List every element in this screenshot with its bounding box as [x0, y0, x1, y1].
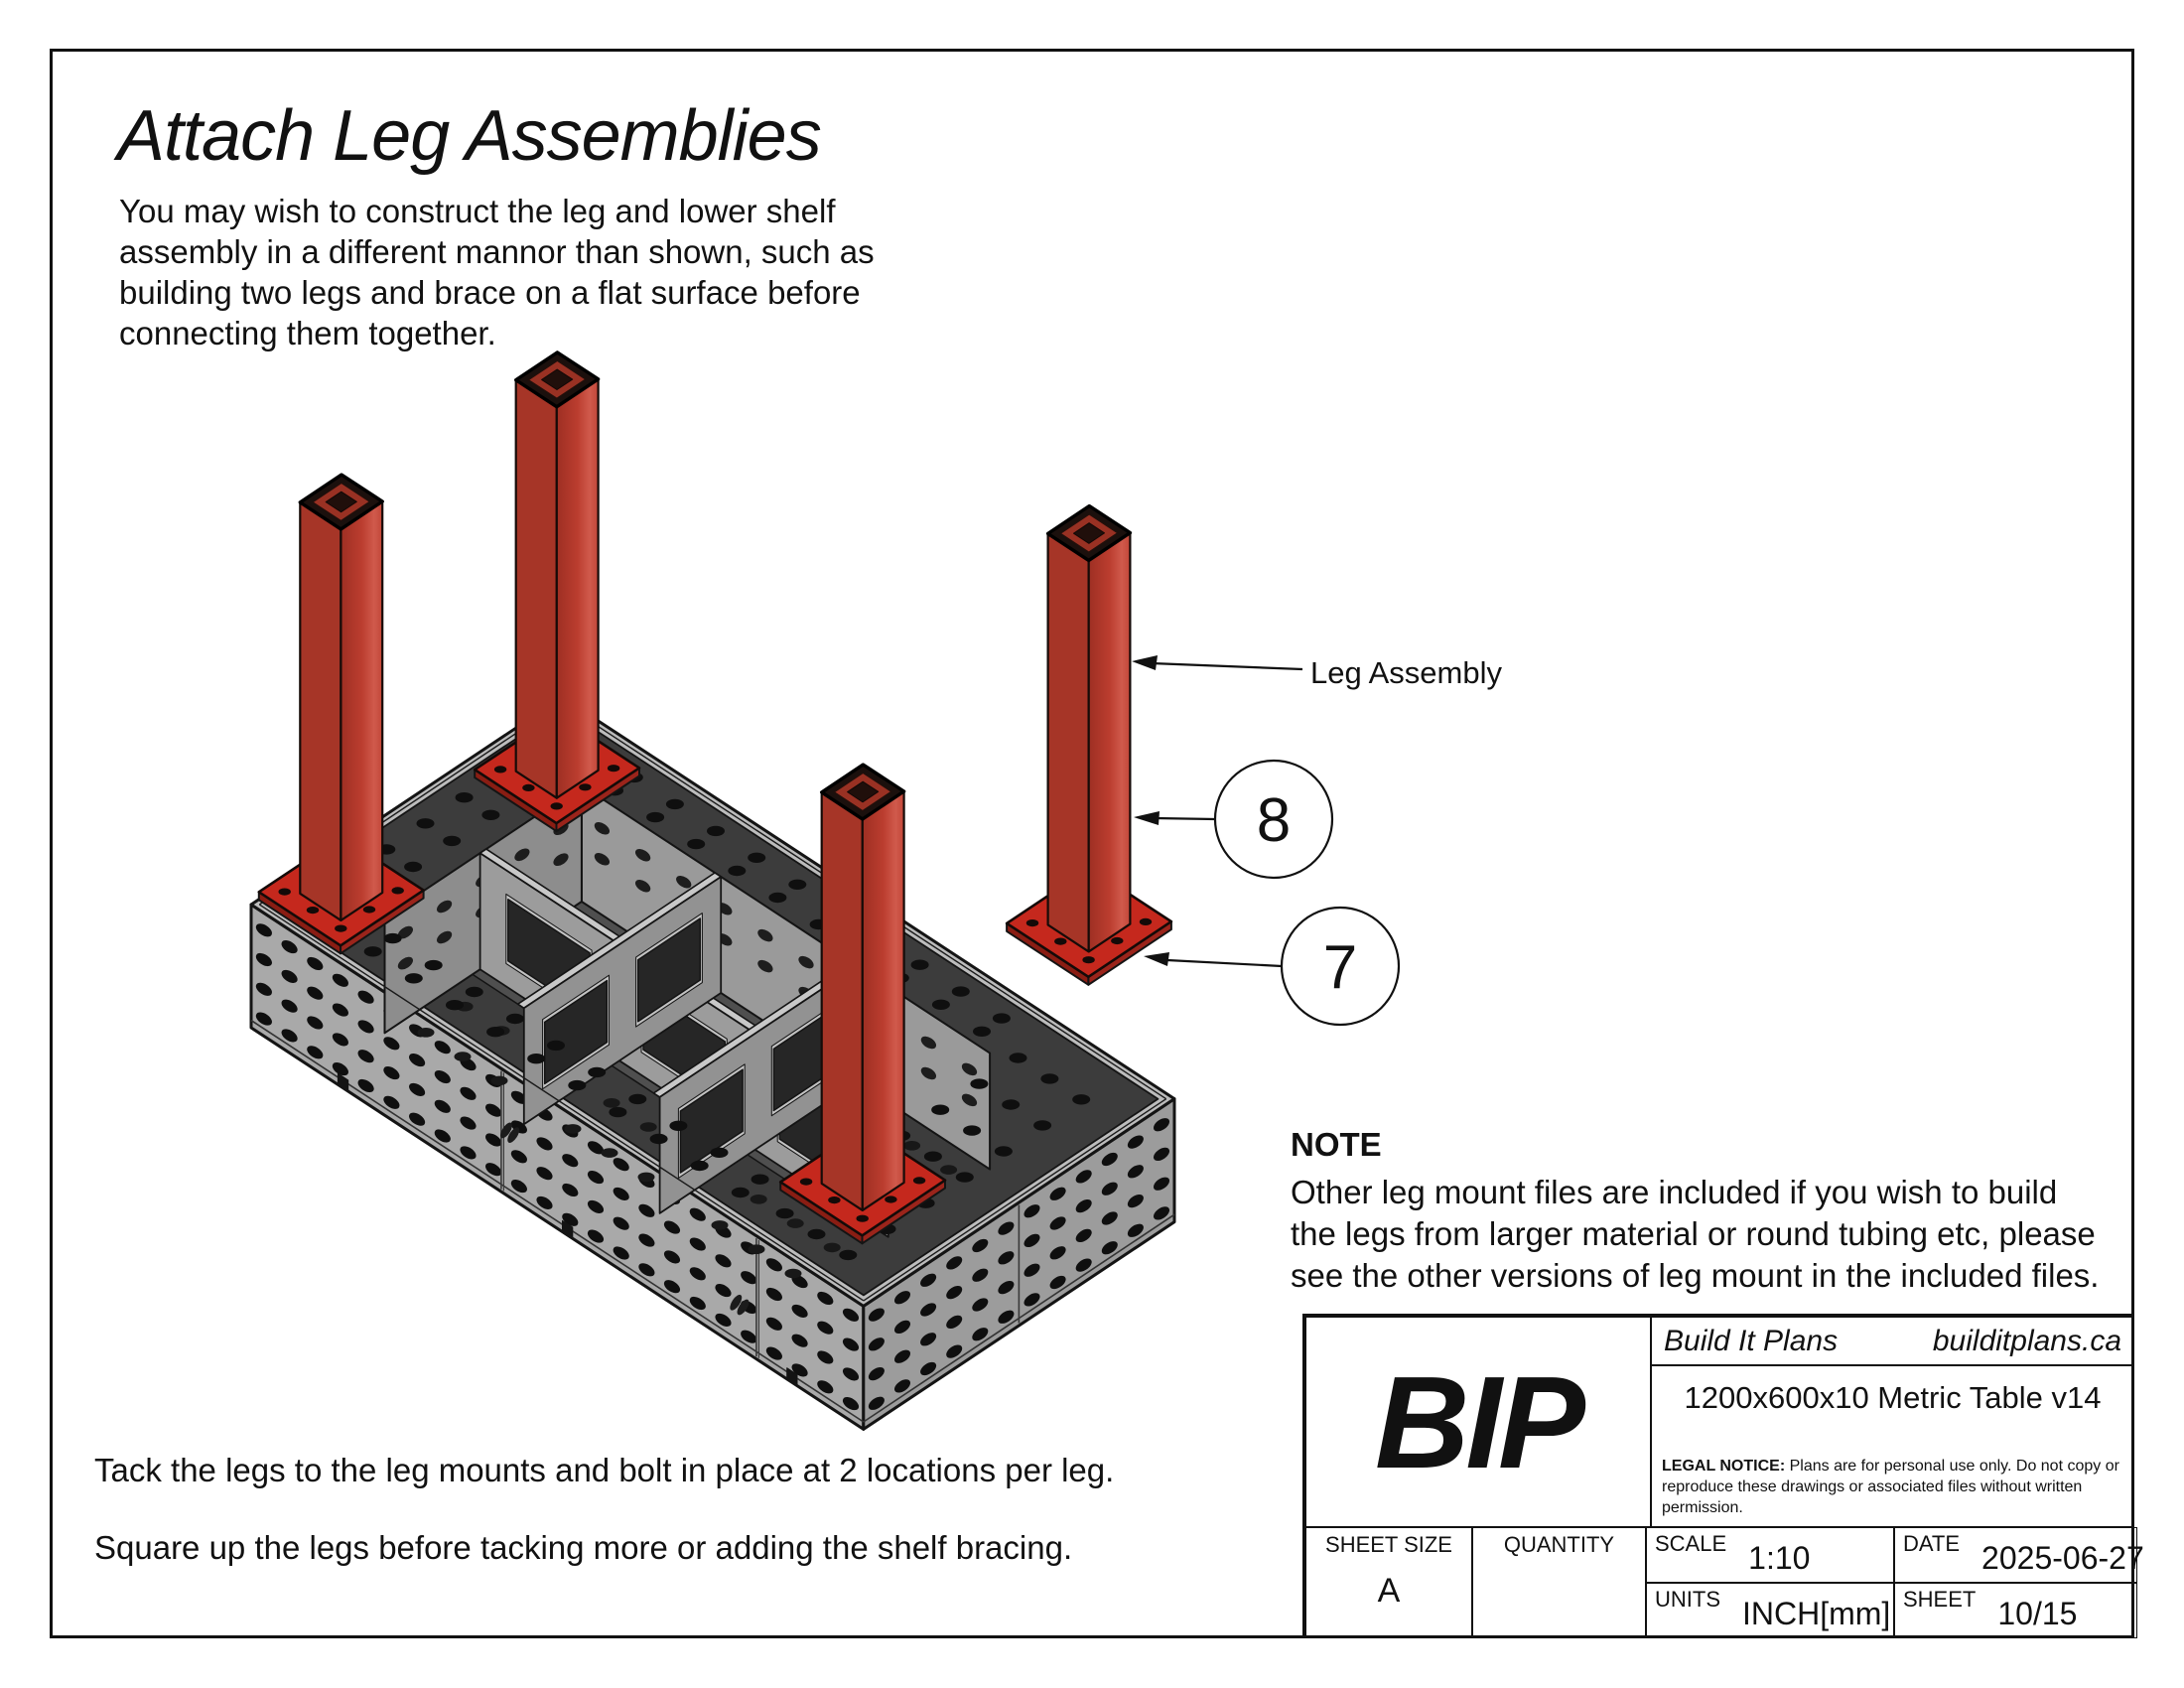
intro-paragraph: You may wish to construct the leg and lo… — [119, 191, 875, 353]
sheet-border — [50, 49, 2134, 1638]
callout-annotations: Leg Assembly 8 7 — [1132, 655, 1502, 1027]
arrowhead-leg-assembly — [1132, 655, 1158, 670]
note-line: see the other versions of leg mount in t… — [1291, 1257, 2100, 1294]
table-and-legs-drawing — [249, 351, 1176, 1431]
quantity-label: QUANTITY — [1503, 1532, 1615, 1557]
note-heading: NOTE — [1291, 1126, 1382, 1163]
units-label: UNITS — [1655, 1587, 1720, 1612]
units-value: INCH[mm] — [1742, 1595, 1891, 1631]
arrowhead-item7 — [1144, 952, 1169, 966]
intro-line: You may wish to construct the leg and lo… — [119, 193, 836, 229]
note-line: Other leg mount files are included if yo… — [1291, 1174, 2058, 1210]
sheet-size-value: A — [1377, 1572, 1401, 1610]
units-cell: UNITS INCH[mm] — [1646, 1583, 1894, 1638]
leg-assembly-label: Leg Assembly — [1310, 655, 1502, 690]
balloon-7-circle — [1280, 906, 1401, 1027]
note-line: the legs from larger material or round t… — [1291, 1215, 2096, 1252]
balloon-8-number: 8 — [1257, 786, 1291, 855]
intro-line: connecting them together. — [119, 315, 496, 352]
sheet-number-cell: SHEET 10/15 — [1894, 1583, 2137, 1638]
instruction-square: Square up the legs before tacking more o… — [94, 1529, 1073, 1566]
sheet-label: SHEET — [1903, 1587, 1977, 1612]
leader-line-item8 — [1154, 816, 1216, 821]
website: builditplans.ca — [1932, 1324, 2121, 1357]
date-cell: DATE 2025-06-27 — [1894, 1527, 2144, 1583]
legal-line1: Plans are for personal use only. Do not … — [1789, 1458, 2119, 1475]
company-name: Build It Plans — [1664, 1324, 1839, 1357]
page-title: Attach Leg Assemblies — [117, 96, 822, 176]
leader-line-leg-assembly — [1151, 661, 1303, 671]
intro-line: building two legs and brace on a flat su… — [119, 274, 861, 311]
arrowhead-item8 — [1134, 811, 1160, 825]
logo-cell: BIP — [1305, 1317, 1651, 1527]
legal-line2: reproduce these drawings or associated f… — [1662, 1478, 2083, 1516]
scale-label: SCALE — [1655, 1531, 1727, 1556]
instruction-tack: Tack the legs to the leg mounts and bolt… — [94, 1452, 1115, 1488]
leader-line-item7 — [1166, 958, 1283, 968]
sheet-size-label: SHEET SIZE — [1325, 1532, 1452, 1557]
brand-cell: Build It Plans builditplans.ca — [1651, 1317, 2134, 1365]
project-name: 1200x600x10 Metric Table v14 — [1684, 1380, 2102, 1415]
intro-line: assembly in a different mannor than show… — [119, 233, 875, 270]
quantity-cell: QUANTITY — [1472, 1527, 1646, 1638]
balloon-7-number: 7 — [1323, 933, 1357, 1002]
note-body: Other leg mount files are included if yo… — [1291, 1172, 2099, 1297]
sheet-size-cell: SHEET SIZE A — [1305, 1527, 1472, 1638]
project-cell: 1200x600x10 Metric Table v14 LEGAL NOTIC… — [1651, 1365, 2134, 1527]
legal-notice-label: LEGAL NOTICE: — [1662, 1458, 1786, 1475]
sheet-value: 10/15 — [1997, 1595, 2078, 1631]
date-label: DATE — [1903, 1531, 1961, 1556]
date-value: 2025-06-27 — [1981, 1539, 2144, 1576]
bip-logo: BIP — [1374, 1348, 1585, 1495]
scale-value: 1:10 — [1748, 1539, 1811, 1576]
scale-cell: SCALE 1:10 — [1646, 1527, 1894, 1583]
legal-notice: LEGAL NOTICE: Plans are for personal use… — [1662, 1456, 2128, 1518]
title-block: BIP Build It Plans builditplans.ca 1200x… — [1302, 1314, 2144, 1638]
balloon-8-circle — [1213, 759, 1334, 880]
